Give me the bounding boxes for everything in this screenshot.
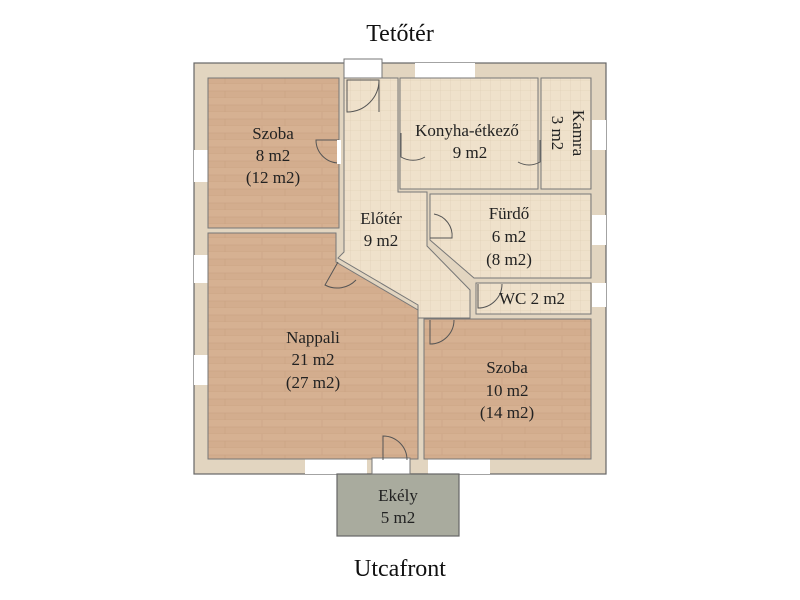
szoba-right-area: 10 m2 <box>486 381 529 400</box>
window-bottom-2 <box>428 459 490 474</box>
szoba-right-gross: (14 m2) <box>480 403 534 422</box>
ekely-name: Ekély <box>378 486 418 505</box>
window-left-1 <box>194 150 208 182</box>
szoba-left-name: Szoba <box>252 124 294 143</box>
room-wc-floor <box>475 282 592 315</box>
eloter-name: Előtér <box>360 209 402 228</box>
konyha-name: Konyha-étkező <box>415 121 519 140</box>
door-konyha <box>400 133 426 161</box>
szoba-right-name: Szoba <box>486 358 528 377</box>
entrance-frame <box>343 58 383 80</box>
room-furdo-floor <box>429 193 592 279</box>
door-nappali <box>324 261 357 289</box>
nappali-gross: (27 m2) <box>286 373 340 392</box>
furdo-area: 6 m2 <box>492 227 526 246</box>
window-top-1 <box>415 63 475 78</box>
door-szoba-left <box>315 139 341 164</box>
ekely-area: 5 m2 <box>381 508 415 527</box>
door-szoba-right <box>429 319 455 345</box>
door-furdo <box>430 213 453 239</box>
nappali-area: 21 m2 <box>292 350 335 369</box>
room-konyha-floor <box>399 77 539 190</box>
nappali-name: Nappali <box>286 328 340 347</box>
room-eloter-floor <box>337 77 471 319</box>
balcony-ekely <box>336 473 460 537</box>
szoba-left-gross: (12 m2) <box>246 168 300 187</box>
door-wc <box>477 283 503 309</box>
window-right-2 <box>592 215 606 245</box>
room-nappali-floor <box>207 232 419 460</box>
eloter-area: 9 m2 <box>364 231 398 250</box>
szoba-left-area: 8 m2 <box>256 146 290 165</box>
window-right-1 <box>592 120 606 150</box>
door-kamra <box>517 140 541 166</box>
kamra-area: 3 m2 <box>548 116 567 150</box>
label-bottom: Utcafront <box>354 556 446 582</box>
label-top: Tetőtér <box>366 21 434 47</box>
kamra-name: Kamra <box>569 110 588 157</box>
window-left-2 <box>194 255 208 283</box>
konyha-area: 9 m2 <box>453 143 487 162</box>
furdo-gross: (8 m2) <box>486 250 532 269</box>
wc-name: WC 2 m2 <box>499 289 565 308</box>
room-kamra-floor <box>540 77 592 190</box>
door-balcony <box>371 435 411 475</box>
window-bottom-1 <box>305 459 367 474</box>
window-right-3 <box>592 283 606 307</box>
furdo-name: Fürdő <box>489 204 530 223</box>
window-left-3 <box>194 355 208 385</box>
room-szoba-right-floor <box>423 318 592 460</box>
door-entrance <box>346 79 380 113</box>
